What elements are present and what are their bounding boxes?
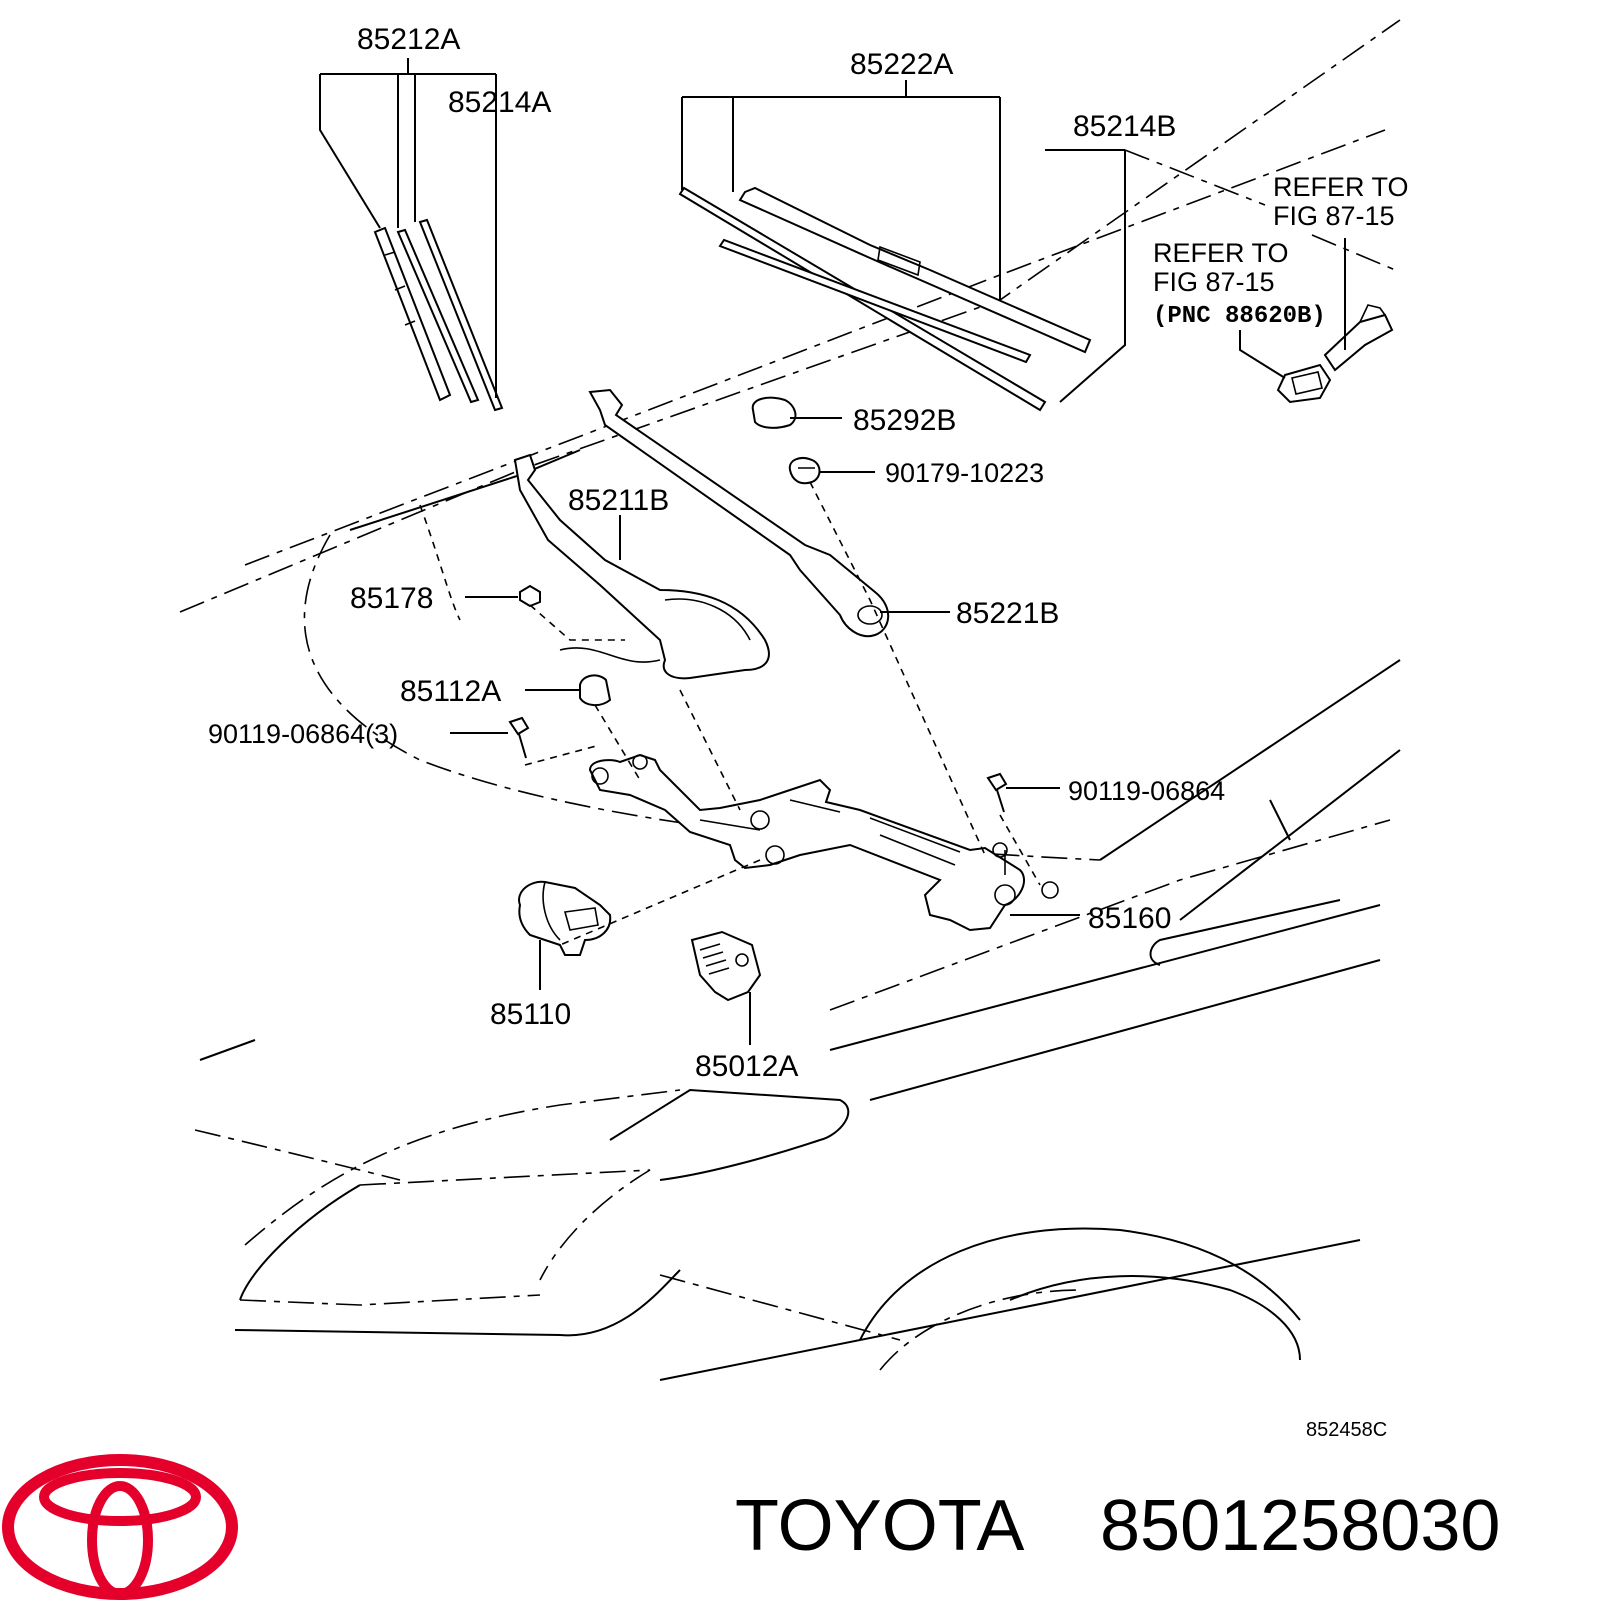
assembly-guides (419, 481, 1041, 946)
wiper-blade-85212a (373, 218, 504, 412)
nut-90179-10223 (788, 457, 821, 485)
refer-note-1-line1: REFER TO (1273, 172, 1409, 202)
label-90119-06864: 90119-06864 (1068, 776, 1225, 806)
brand-name: TOYOTA (735, 1486, 1024, 1566)
label-85222a: 85222A (850, 48, 953, 81)
refer-note-2-pnc: (PNC 88620B) (1153, 303, 1326, 330)
bolt-90119-06864 (986, 772, 1008, 813)
clip-85178 (519, 584, 541, 608)
relay-85012a (690, 930, 762, 1002)
label-85178: 85178 (350, 582, 433, 615)
refer-note-1-line2: FIG 87-15 (1273, 201, 1395, 231)
label-85214a: 85214A (448, 86, 551, 119)
label-85012a: 85012A (695, 1050, 798, 1083)
label-85112a: 85112A (400, 675, 501, 708)
refer-note-2-line2: FIG 87-15 (1153, 267, 1275, 297)
washer-nozzle (1276, 304, 1394, 404)
label-85292b: 85292B (853, 404, 956, 437)
label-90179-10223: 90179-10223 (885, 458, 1044, 488)
bolt-90119-06864-set (508, 716, 530, 759)
label-85110: 85110 (490, 998, 571, 1031)
refer-note-2-line1: REFER TO (1153, 238, 1289, 268)
label-85211b: 85211B (568, 484, 669, 517)
wiper-motor-85110 (518, 880, 612, 956)
wiper-blade-85222a (678, 186, 1092, 412)
wiper-link-85160 (588, 753, 1059, 932)
vehicle-outline (179, 19, 1401, 1381)
callout-leaders (319, 58, 1401, 1045)
wiper-arm-85221b (588, 388, 890, 638)
wiper-arm-85211b (513, 453, 770, 680)
toyota-logo (2, 1454, 238, 1600)
label-90119-06864-3: 90119-06864(3) (208, 719, 398, 749)
pivot-cap-85292b (751, 396, 797, 429)
label-85212a: 85212A (357, 23, 460, 56)
label-85160: 85160 (1088, 902, 1171, 935)
label-85221b: 85221B (956, 597, 1059, 630)
label-85214b: 85214B (1073, 110, 1176, 143)
figure-code: 852458C (1306, 1419, 1387, 1441)
part-number: 8501258030 (1100, 1486, 1500, 1566)
cap-85112a (579, 674, 612, 706)
